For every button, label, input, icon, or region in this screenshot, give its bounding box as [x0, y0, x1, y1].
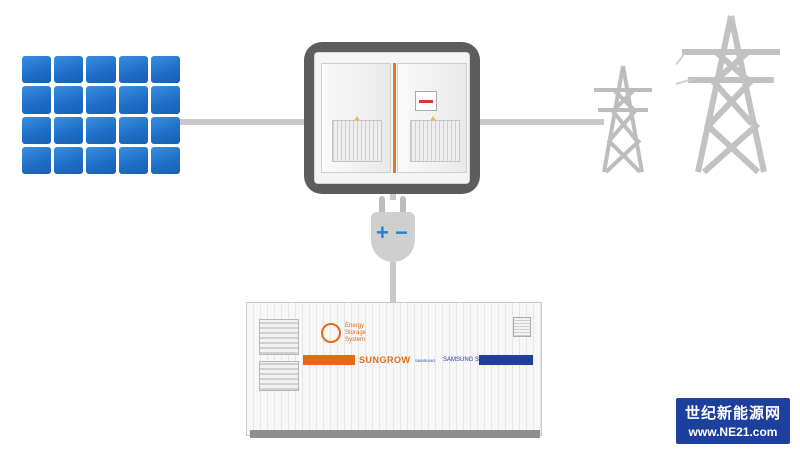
plug-pin-left [379, 196, 385, 214]
solar-cell [86, 116, 116, 144]
solar-cell [22, 56, 52, 84]
solar-cell [118, 86, 148, 114]
solar-cell [118, 116, 148, 144]
solar-panel-icon [22, 56, 180, 174]
watermark-title: 世纪新能源网 [684, 404, 781, 422]
container-vent-bottom [259, 361, 299, 391]
solar-cell [86, 56, 116, 84]
inverter-to-plug-line [390, 194, 396, 200]
samsung-sdi-logo: SAMSUNG SDI [443, 357, 486, 363]
watermark-url: www.NE21.com [688, 425, 778, 439]
power-tower-icon [594, 65, 652, 174]
orange-band [303, 355, 355, 365]
inverter-stripe [393, 63, 396, 173]
inverter-door-right [397, 63, 467, 173]
samsung-logo: SAMSUNG [415, 358, 436, 363]
solar-cell [150, 56, 180, 84]
inverter-to-grid-line [480, 119, 604, 125]
solar-cell [54, 116, 84, 144]
solar-cell [22, 116, 52, 144]
plug-minus-sign: − [395, 220, 408, 245]
plug-cable [390, 262, 396, 304]
container-side-vent [513, 317, 531, 337]
solar-cell [86, 146, 116, 174]
storage-container-icon: Energy Storage System SUNGROW SAMSUNG SA… [246, 302, 542, 436]
inverter-cabinet-icon [314, 52, 470, 184]
solar-cell [150, 146, 180, 174]
energy-storage-label: Energy Storage System [345, 323, 367, 343]
power-tower-icon [676, 15, 780, 174]
solar-cell [150, 86, 180, 114]
plug-pin-right [400, 196, 406, 214]
container-vent-top [259, 319, 299, 355]
blue-band [479, 355, 533, 365]
container-base [250, 430, 540, 438]
inverter-grill-left [332, 120, 382, 162]
inverter-grill-right [410, 120, 460, 162]
solar-cell [22, 86, 52, 114]
watermark-badge: 世纪新能源网 www.NE21.com [676, 398, 790, 444]
inverter-door-left [321, 63, 391, 173]
inverter-display-panel [415, 91, 437, 111]
sungrow-logo: SUNGROW [359, 355, 411, 365]
solar-cell [54, 86, 84, 114]
solar-cell [54, 56, 84, 84]
plug-icon [371, 212, 415, 262]
solar-cell [118, 56, 148, 84]
system-logo-icon [321, 323, 341, 343]
solar-cell [22, 146, 52, 174]
solar-cell [86, 86, 116, 114]
plug-plus-sign: + [376, 220, 389, 245]
solar-cell [150, 116, 180, 144]
solar-cell [54, 146, 84, 174]
solar-to-inverter-line [180, 119, 306, 125]
solar-cell [118, 146, 148, 174]
